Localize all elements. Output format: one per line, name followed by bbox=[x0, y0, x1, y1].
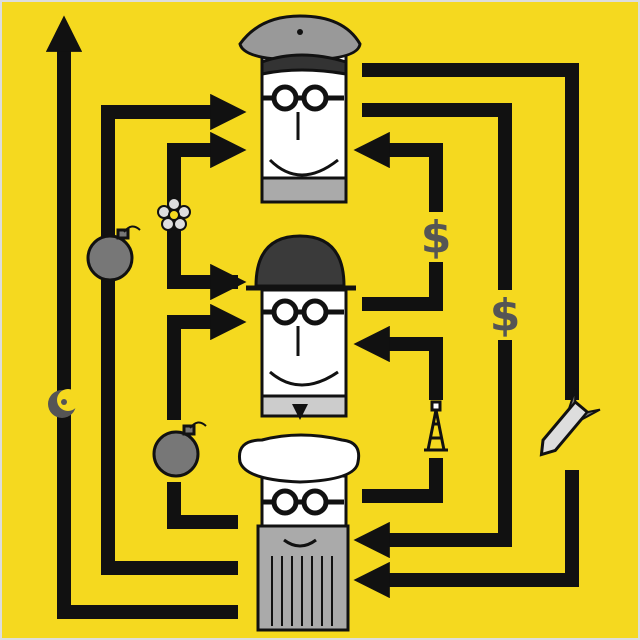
arrow-bomb-to-officer bbox=[101, 93, 247, 575]
banker-figure bbox=[246, 234, 356, 420]
bomb-icon-lower bbox=[152, 421, 207, 478]
bowler-hat-icon bbox=[254, 234, 346, 288]
turban-icon bbox=[237, 433, 361, 484]
banker-tie bbox=[292, 404, 308, 420]
dollar-sign-upper: $ bbox=[421, 212, 452, 263]
military-officer-figure bbox=[238, 14, 362, 204]
flow-arrows bbox=[45, 15, 579, 619]
officer-glasses-icon bbox=[262, 84, 344, 112]
missile-icon bbox=[539, 388, 601, 457]
banker-chin bbox=[269, 370, 339, 387]
beard-stripes bbox=[271, 556, 333, 626]
arrow-lower-to-banker bbox=[167, 303, 247, 420]
cap-badge bbox=[297, 29, 303, 35]
arrow-banker-to-officer bbox=[362, 262, 443, 311]
arrow-officer-to-cleric-outer bbox=[362, 63, 579, 400]
arrow-officer-to-cleric-inner bbox=[362, 103, 512, 290]
arrow-oil-to-banker bbox=[353, 325, 443, 400]
arrow-cleric-to-banker bbox=[167, 482, 238, 529]
officer-chin bbox=[268, 158, 339, 177]
flower-icon bbox=[157, 197, 191, 231]
cleric-figure bbox=[237, 433, 361, 632]
officer-shoulders bbox=[260, 176, 348, 204]
arrow-to-banker bbox=[167, 220, 247, 301]
crescent-star-icon bbox=[48, 389, 79, 418]
cleric-glasses-icon bbox=[262, 488, 344, 516]
cap-visor bbox=[260, 53, 348, 76]
arrow-missile-to-cleric bbox=[353, 470, 579, 599]
up-arrow-icon bbox=[45, 15, 238, 619]
bomb-icon bbox=[86, 225, 141, 282]
cleric-mouth bbox=[283, 538, 317, 548]
arrow-cleric-to-oil bbox=[362, 458, 443, 503]
dollar-sign-right: $ bbox=[490, 290, 521, 341]
arrow-dollar-to-officer bbox=[353, 131, 443, 212]
banker-glasses-icon bbox=[262, 298, 344, 326]
oil-derrick-icon bbox=[424, 400, 448, 452]
arrow-dollar-to-cleric bbox=[353, 340, 512, 559]
